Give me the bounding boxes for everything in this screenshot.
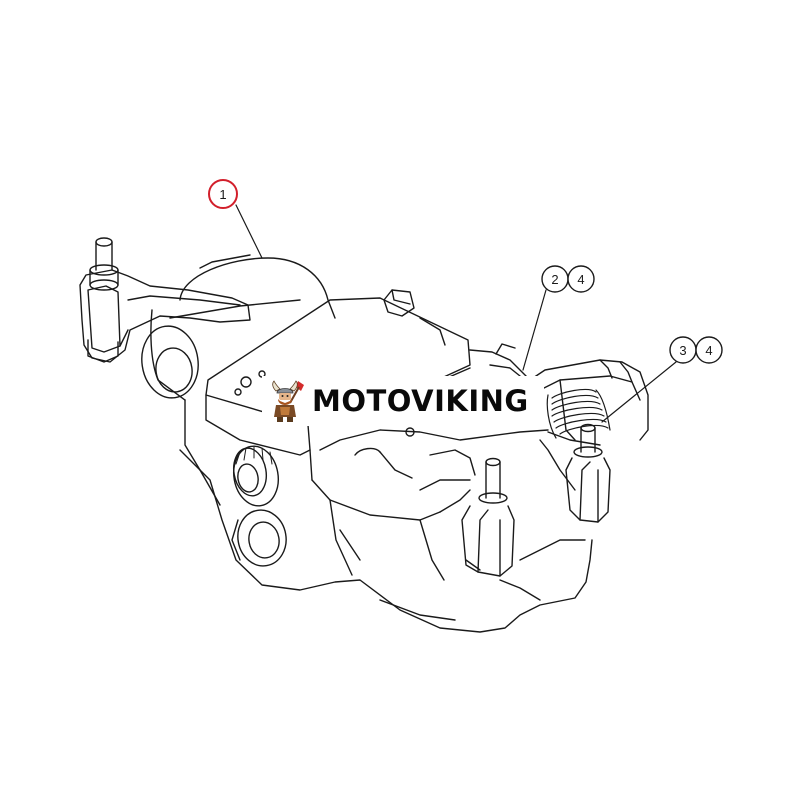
svg-text:1: 1: [219, 187, 226, 202]
left-mounting-flange: [79, 269, 251, 363]
viking-mascot-icon: [266, 379, 310, 423]
watermark-text: MOTOVIKING: [312, 383, 529, 418]
callout-3-qualifier: 4: [695, 336, 723, 364]
front-port-ring: [231, 509, 287, 567]
center-stud: [461, 457, 515, 577]
svg-text:4: 4: [705, 343, 712, 358]
right-stud: [565, 423, 611, 523]
top-bolt: [383, 289, 415, 317]
leader-line-3-4: [601, 361, 677, 423]
cylinder-housing: [141, 254, 336, 506]
lower-housing: [179, 429, 593, 633]
front-shaft-boss: [233, 445, 279, 507]
leader-line-2-4: [522, 289, 547, 371]
svg-text:2: 2: [551, 272, 558, 287]
watermark: MOTOVIKING: [262, 376, 544, 426]
svg-text:3: 3: [679, 343, 686, 358]
left-stud: [87, 237, 119, 363]
svg-text:4: 4: [577, 272, 584, 287]
callout-1: 1: [208, 179, 238, 209]
leader-line-1: [235, 204, 263, 259]
callout-3: 3: [669, 336, 697, 364]
right-valve-section: [529, 359, 649, 446]
spring-coils: [546, 388, 611, 439]
leader-lines: [235, 204, 677, 423]
callout-2: 2: [541, 265, 569, 293]
callout-2-qualifier: 4: [567, 265, 595, 293]
